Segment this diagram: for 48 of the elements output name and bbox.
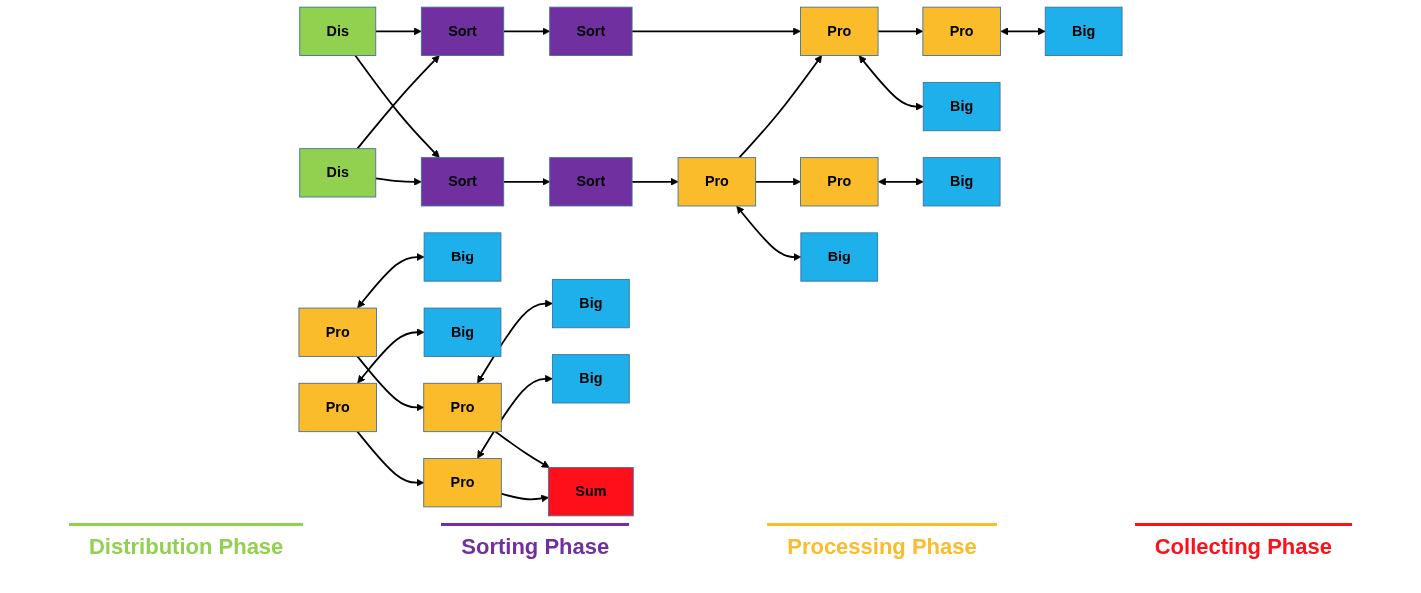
node-box: Sort xyxy=(420,6,505,56)
arrow xyxy=(1000,27,1046,36)
node-box: Pro xyxy=(922,6,1001,56)
node-box: Pro xyxy=(423,458,502,508)
node-box: Dis xyxy=(299,148,377,198)
node-box: Sum xyxy=(548,467,634,517)
arrow xyxy=(738,55,823,159)
node-box: Dis xyxy=(299,6,377,56)
node-box: Big xyxy=(1044,6,1123,56)
arrow xyxy=(477,299,553,384)
phase-label: Sorting Phase xyxy=(441,523,630,560)
arrow xyxy=(858,55,924,111)
node-box: Pro xyxy=(298,382,377,433)
arrow xyxy=(502,27,551,36)
node-box: Big xyxy=(800,232,879,282)
node-box: Big xyxy=(552,354,630,404)
node-box: Pro xyxy=(298,307,377,357)
arrow xyxy=(631,27,801,36)
arrow xyxy=(494,430,550,468)
node-box: Pro xyxy=(800,6,879,56)
node-box: Pro xyxy=(677,157,757,207)
arrow xyxy=(356,430,425,487)
arrow xyxy=(878,177,924,186)
arrow xyxy=(877,27,924,36)
arrow xyxy=(736,205,802,261)
node-box: Big xyxy=(423,232,502,282)
arrow xyxy=(631,177,679,186)
arrow xyxy=(500,492,549,503)
arrow xyxy=(374,177,422,186)
node-box: Sort xyxy=(549,6,633,56)
phase-label: Collecting Phase xyxy=(1134,523,1352,560)
node-box: Big xyxy=(922,81,1001,132)
arrow xyxy=(374,27,422,36)
arrow xyxy=(754,177,801,186)
node-box: Big xyxy=(922,157,1001,207)
node-box: Big xyxy=(423,307,502,357)
phase-label: Processing Phase xyxy=(767,523,997,560)
arrow xyxy=(356,355,425,412)
node-box: Pro xyxy=(423,382,502,433)
arrow xyxy=(477,374,553,459)
node-box: Sort xyxy=(420,157,505,207)
node-box: Pro xyxy=(800,157,879,207)
arrow xyxy=(502,177,551,186)
node-box: Sort xyxy=(549,157,633,207)
node-box: Big xyxy=(552,278,630,329)
arrow xyxy=(357,328,425,384)
arrow xyxy=(357,253,425,309)
phase-label: Distribution Phase xyxy=(69,523,304,560)
